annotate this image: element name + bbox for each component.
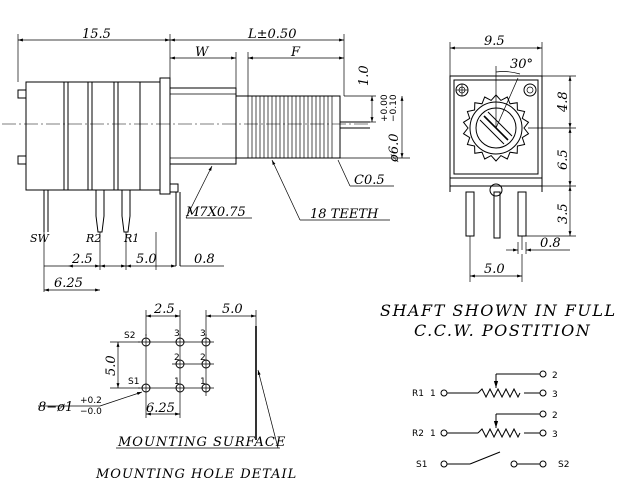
switch-lever <box>469 451 501 465</box>
schem-s1-label: S1 <box>416 460 427 470</box>
dim-front-base: 5.0 <box>484 262 505 277</box>
schem-r1-pin3: 3 <box>552 390 558 400</box>
mount-bracket <box>159 77 171 195</box>
front-pin-right <box>517 191 527 237</box>
teeth-label: 18 TEETH <box>310 207 379 222</box>
front-pin-center <box>493 191 501 239</box>
side-view: 15.5 L±0.50 W F 1.0 ø6.0 +0.00 −0.10 C0.… <box>2 27 410 292</box>
num-3a: 3 <box>174 329 180 339</box>
angle-label: 30° <box>510 57 533 72</box>
note-line1: SHAFT SHOWN IN FULL <box>380 301 617 320</box>
threaded-bushing <box>169 87 237 165</box>
dim-shaft-length: L±0.50 <box>247 27 296 42</box>
hole-grid <box>138 334 214 396</box>
hole-tol-lower: −0.0 <box>80 407 102 417</box>
schem-r2-pin1: 1 <box>430 429 436 439</box>
dim-flat: 1.0 <box>357 65 372 86</box>
row-s1: S1 <box>128 377 139 387</box>
hole-dim-vert: 5.0 <box>104 355 119 376</box>
pin-r2 <box>95 190 105 233</box>
pin-r1 <box>121 190 131 233</box>
num-1a: 1 <box>174 377 180 387</box>
tol-lower: −0.10 <box>389 94 399 122</box>
r1-resistor <box>477 387 521 399</box>
chamfer-label: C0.5 <box>354 173 385 188</box>
schematic: R1 1 3 2 R2 1 3 2 S1 S2 <box>412 370 569 470</box>
body-lug-top <box>17 89 27 99</box>
pin-label-sw: SW <box>30 232 51 245</box>
schem-r2-pin2: 2 <box>552 411 558 421</box>
hole-detail-title: MOUNTING HOLE DETAIL <box>95 467 297 482</box>
schem-r2-pin3: 3 <box>552 430 558 440</box>
hole-dim-horiz: 6.25 <box>146 401 175 416</box>
hole-tol-upper: +0.2 <box>80 396 102 406</box>
thread-label: M7X0.75 <box>185 205 246 220</box>
dim-pitch1: 2.5 <box>71 252 93 267</box>
schem-r1-label: R1 <box>412 389 424 399</box>
r2-resistor <box>477 427 521 439</box>
front-pin-left <box>465 191 475 237</box>
mounting-hole-detail: 2.5 5.0 MOUNTING SURFACE MOUNTING HOLE D… <box>38 302 297 482</box>
dim-shaft-diameter: ø6.0 <box>387 133 402 163</box>
notes: SHAFT SHOWN IN FULL C.C.W. POSTITION <box>380 301 617 340</box>
dim-f: F <box>290 45 301 60</box>
dim-pin-width: 0.8 <box>540 236 561 251</box>
dim-front-top: 4.8 <box>556 91 571 113</box>
schem-r1-pin1: 1 <box>430 389 436 399</box>
row-s2: S2 <box>124 331 135 341</box>
num-2b: 2 <box>200 353 206 363</box>
dim-front-bottom: 3.5 <box>556 203 571 224</box>
tol-upper: +0.00 <box>380 94 390 122</box>
dim-total: 6.25 <box>54 276 83 291</box>
mount-hole-right <box>523 83 537 97</box>
front-view: 30° 9.5 4.8 6.5 3.5 0.8 <box>449 34 576 282</box>
hole-dim-pitch-b: 5.0 <box>222 302 243 317</box>
dim-front-mid: 6.5 <box>556 149 571 170</box>
dim-body-length: 15.5 <box>82 27 111 42</box>
center-pin-head <box>489 183 503 197</box>
dim-w: W <box>195 45 210 60</box>
dim-gap: 0.8 <box>194 252 215 267</box>
hole-spec: 8−ø1 <box>38 400 73 415</box>
schem-s2-label: S2 <box>558 460 569 470</box>
num-2a: 2 <box>174 353 180 363</box>
schem-r2-label: R2 <box>412 429 424 439</box>
mounting-surface-label: MOUNTING SURFACE <box>117 435 286 450</box>
hole-dim-pitch-a: 2.5 <box>153 302 175 317</box>
schem-r1-pin2: 2 <box>552 371 558 381</box>
num-3b: 3 <box>200 329 206 339</box>
knurl-lines <box>247 96 333 158</box>
dim-pitch2: 5.0 <box>136 252 157 267</box>
body-lug-bottom <box>17 155 27 165</box>
num-1b: 1 <box>200 377 206 387</box>
note-line2: C.C.W. POSTITION <box>414 321 591 340</box>
pin-label-r1: R1 <box>123 232 139 245</box>
pin-label-r2: R2 <box>85 232 101 245</box>
dim-front-width: 9.5 <box>484 34 505 49</box>
